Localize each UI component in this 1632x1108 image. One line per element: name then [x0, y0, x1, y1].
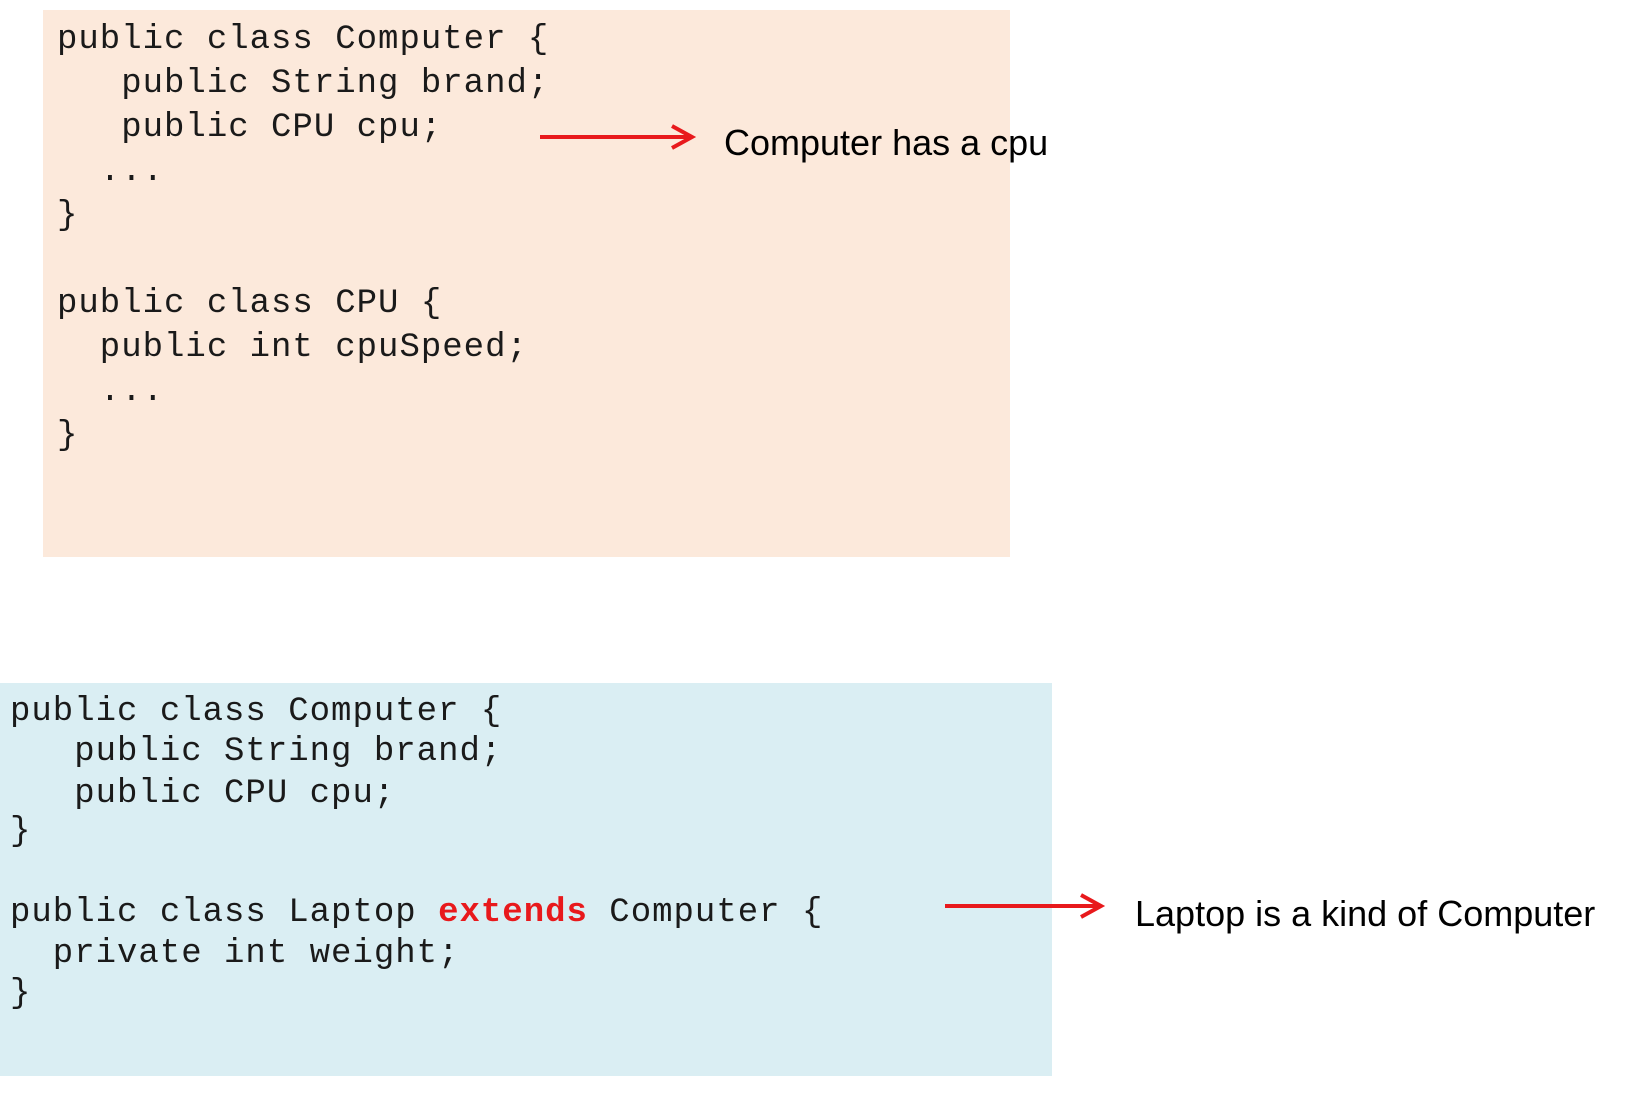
inheritance-code-panel: public class Computer { public String br…	[0, 683, 1052, 1076]
code-line: public String brand;	[57, 65, 550, 103]
code-line: ...	[57, 153, 165, 191]
code-line: public class Computer {	[10, 693, 503, 731]
composition-annotation: Computer has a cpu	[724, 122, 1049, 163]
code-line: }	[57, 197, 79, 235]
composition-code-panel: public class Computer { public String br…	[43, 10, 1010, 557]
code-line: }	[10, 975, 32, 1013]
code-line: private int weight;	[10, 935, 460, 973]
composition-arrow-icon	[540, 124, 697, 150]
code-line: public class Computer {	[57, 21, 550, 59]
code-line: public String brand;	[10, 733, 503, 771]
inheritance-annotation: Laptop is a kind of Computer	[1135, 893, 1596, 934]
extends-keyword: extends	[438, 894, 588, 932]
code-line: public CPU cpu;	[10, 775, 396, 813]
code-line: }	[10, 813, 32, 851]
laptop-class-line: public class Laptop extends Computer {	[10, 893, 823, 933]
code-text: public class Laptop	[10, 894, 439, 932]
code-text: Computer {	[587, 894, 824, 932]
code-line: }	[57, 417, 79, 455]
code-line: public class CPU {	[57, 285, 443, 323]
code-line: ...	[57, 373, 165, 411]
code-line: public int cpuSpeed;	[57, 329, 528, 367]
code-line: public CPU cpu;	[57, 109, 443, 147]
inheritance-arrow-icon	[945, 893, 1106, 919]
